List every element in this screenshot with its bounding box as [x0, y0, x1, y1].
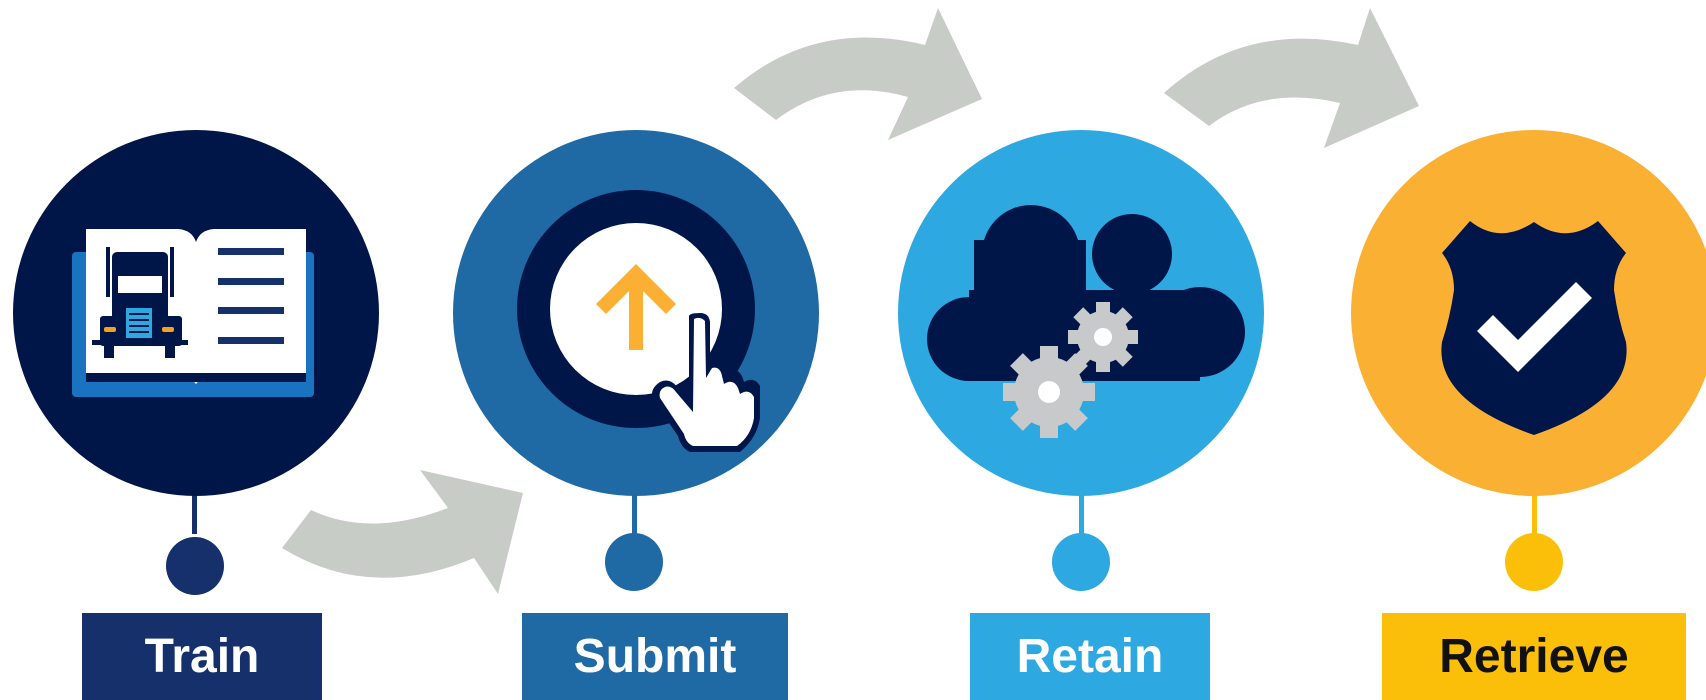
gear-small-icon — [1068, 302, 1138, 372]
arrow-train-to-submit — [282, 470, 523, 594]
label-retain-text: Retain — [1016, 630, 1164, 683]
label-submit: Submit — [522, 613, 788, 700]
stem-retrieve — [1505, 494, 1563, 591]
stem-submit — [605, 494, 663, 591]
upload-click-icon — [517, 190, 760, 452]
label-retain: Retain — [970, 613, 1210, 700]
truck-manual-book-icon — [72, 229, 314, 397]
label-retrieve: Retrieve — [1382, 613, 1686, 700]
stem-train — [166, 494, 224, 595]
arrow-submit-to-retain — [734, 8, 982, 140]
label-submit-text: Submit — [573, 630, 737, 683]
arrow-retain-to-retrieve — [1164, 8, 1419, 148]
label-train-text: Train — [144, 630, 260, 683]
stem-retain — [1052, 494, 1110, 591]
label-retrieve-text: Retrieve — [1439, 630, 1629, 683]
shield-check-icon — [1441, 221, 1627, 435]
cloud-gears-icon — [927, 205, 1245, 438]
label-train: Train — [82, 613, 322, 700]
gear-large-icon — [1003, 346, 1095, 438]
